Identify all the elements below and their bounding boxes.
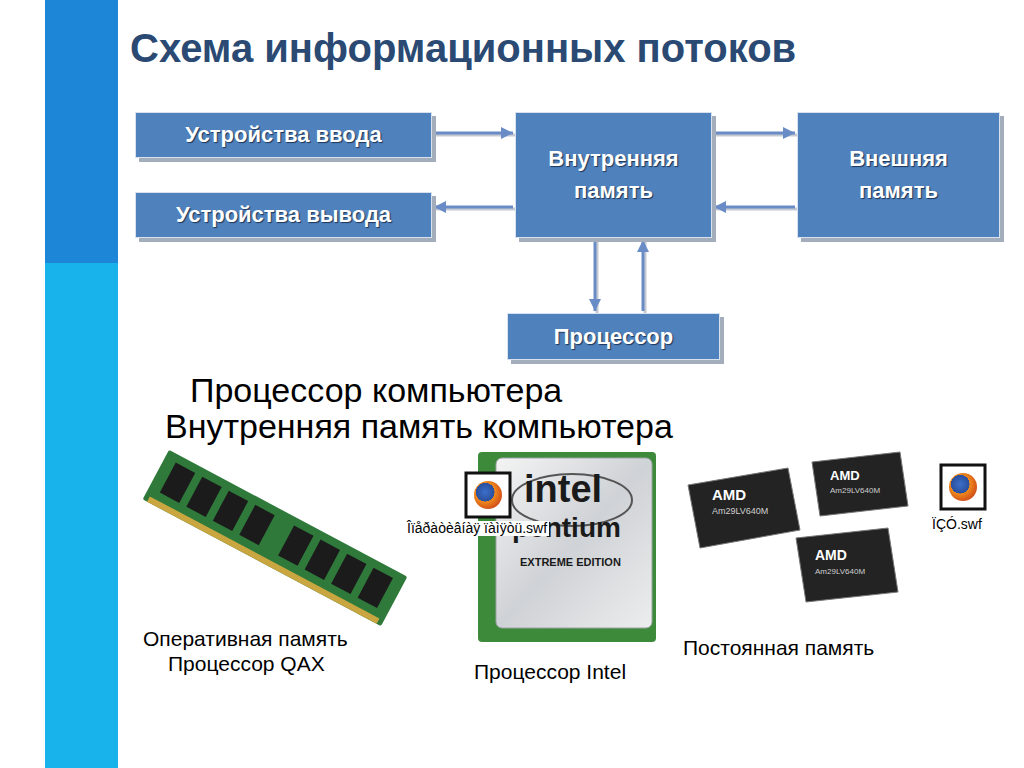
ram-chip — [305, 540, 340, 580]
side-band — [45, 0, 118, 263]
text-label: Îïåðàòèâíàÿ ïàìÿòü.swf — [405, 521, 549, 536]
text-label: Процессор компьютера — [190, 372, 562, 409]
rom-chip — [812, 452, 908, 516]
text-label: AMD — [712, 486, 746, 503]
flow-arrow — [714, 132, 795, 135]
icon-frame — [941, 465, 985, 509]
ram-chip — [213, 491, 248, 531]
file-icon — [466, 473, 510, 517]
icon-globe — [949, 473, 977, 501]
box-label: Внутренняя память — [528, 143, 699, 207]
flow-arrow — [714, 206, 795, 209]
text-label: ÏÇÓ.swf — [930, 517, 984, 532]
ram-chip — [358, 568, 393, 608]
text-label: Внутренняя память компьютера — [165, 408, 673, 445]
text-label: Am29LV640M — [712, 506, 768, 516]
box-label: Процессор — [554, 321, 674, 353]
ram-chip — [160, 463, 195, 503]
text-label: EXTREME EDITION — [520, 556, 621, 568]
ram-chip — [331, 554, 366, 594]
node-texts: Внешняя память — [810, 143, 987, 207]
ram-chip — [186, 477, 221, 517]
rom-chips — [688, 452, 908, 602]
rom-chip — [688, 468, 800, 548]
ram-contacts — [147, 496, 379, 623]
process-box: Устройства ввода — [135, 112, 432, 158]
process-box: Внутренняя память — [515, 112, 712, 238]
node-texts: Устройства вывода — [176, 199, 391, 231]
text-label: Am29LV640M — [830, 486, 880, 495]
flow-arrow — [434, 132, 513, 135]
slide-title: Схема информационных потоков — [130, 26, 796, 71]
box-label: Устройства ввода — [185, 119, 381, 151]
text-label: Постоянная память — [683, 636, 874, 659]
icon-frame — [466, 473, 510, 517]
box-label: Внешняя память — [810, 143, 987, 207]
node-texts: Внутренняя память — [528, 143, 699, 207]
side-band — [45, 263, 118, 768]
text-label: AMD — [815, 548, 847, 563]
flow-arrow — [434, 206, 513, 209]
text-label: Оперативная память — [143, 627, 348, 650]
text-label: AMD — [830, 469, 860, 483]
text-label: Процессор QAX — [168, 652, 325, 675]
flow-arrow — [642, 240, 645, 311]
flow-arrow — [594, 240, 597, 311]
node-texts: Устройства ввода — [185, 119, 381, 151]
file-icon — [941, 465, 985, 509]
process-box: Процессор — [507, 313, 720, 360]
process-box: Устройства вывода — [135, 192, 432, 238]
cpu-spreader — [496, 458, 652, 628]
ram-module — [143, 450, 408, 626]
text-label: Процессор Intel — [474, 660, 626, 683]
process-box: Внешняя память — [797, 112, 1000, 238]
text-label: Am29LV640M — [815, 567, 865, 576]
ram-chip — [278, 526, 313, 566]
node-texts: Процессор — [554, 321, 674, 353]
ram-chip — [239, 505, 274, 545]
rom-chip — [796, 528, 898, 602]
ram-board — [143, 450, 408, 626]
box-label: Устройства вывода — [176, 199, 391, 231]
icon-globe — [474, 481, 502, 509]
text-label: intel — [524, 468, 602, 510]
